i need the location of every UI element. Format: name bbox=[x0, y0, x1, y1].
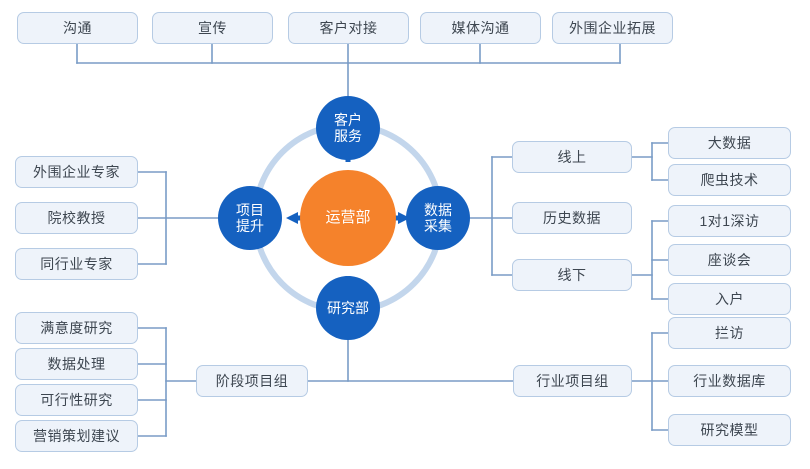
right-box-one-on-one-interview[interactable]: 1对1深访 bbox=[668, 205, 791, 237]
top-box-media-communication[interactable]: 媒体沟通 bbox=[420, 12, 541, 44]
bottom-box-industry-database-label: 行业数据库 bbox=[693, 373, 766, 389]
bottom-box-stage-project-group-label: 阶段项目组 bbox=[215, 373, 289, 389]
bottom-box-intercept-interview-label: 拦访 bbox=[715, 325, 744, 341]
bottom-box-data-processing-label: 数据处理 bbox=[47, 356, 106, 372]
bottom-box-feasibility-research[interactable]: 可行性研究 bbox=[15, 384, 138, 416]
right-box-crawler-technology-label: 爬虫技术 bbox=[700, 172, 759, 188]
satellite-data-collection-line1: 数据 bbox=[424, 201, 452, 218]
bottom-box-industry-project-group-label: 行业项目组 bbox=[536, 373, 609, 389]
left-box-academy-professor-label: 院校教授 bbox=[47, 210, 106, 226]
satellite-data-collection-line2: 采集 bbox=[424, 218, 452, 234]
bottom-box-intercept-interview[interactable]: 拦访 bbox=[668, 317, 791, 349]
left-box-same-industry-expert-label: 同行业专家 bbox=[40, 256, 113, 272]
right-box-offline[interactable]: 线下 bbox=[512, 259, 632, 291]
bottom-box-industry-project-group[interactable]: 行业项目组 bbox=[513, 365, 632, 397]
satellite-data-collection-label: 数据 采集 bbox=[424, 202, 452, 234]
bottom-box-industry-database[interactable]: 行业数据库 bbox=[668, 365, 791, 397]
bottom-box-research-model[interactable]: 研究模型 bbox=[668, 414, 791, 446]
satellite-project-improvement-line2: 提升 bbox=[236, 218, 264, 234]
satellite-customer-service[interactable]: 客户 服务 bbox=[316, 96, 380, 160]
top-box-communication[interactable]: 沟通 bbox=[17, 12, 138, 44]
top-box-external-enterprise-expansion[interactable]: 外围企业拓展 bbox=[552, 12, 673, 44]
satellite-project-improvement-line1: 项目 bbox=[236, 201, 264, 218]
right-box-symposium-label: 座谈会 bbox=[707, 252, 752, 268]
bottom-box-research-model-label: 研究模型 bbox=[700, 422, 759, 438]
right-box-historical-data[interactable]: 历史数据 bbox=[512, 202, 632, 234]
satellite-customer-service-line2: 服务 bbox=[334, 128, 362, 144]
satellite-project-improvement[interactable]: 项目 提升 bbox=[218, 186, 282, 250]
top-box-communication-label: 沟通 bbox=[63, 20, 92, 36]
top-box-external-enterprise-expansion-label: 外围企业拓展 bbox=[569, 20, 656, 36]
left-box-same-industry-expert[interactable]: 同行业专家 bbox=[15, 248, 138, 280]
top-box-customer-liaison[interactable]: 客户对接 bbox=[288, 12, 409, 44]
satellite-data-collection[interactable]: 数据 采集 bbox=[406, 186, 470, 250]
hub-operations-department[interactable]: 运营部 bbox=[300, 170, 396, 266]
left-box-academy-professor[interactable]: 院校教授 bbox=[15, 202, 138, 234]
right-box-home-visit[interactable]: 入户 bbox=[668, 283, 791, 315]
bottom-box-data-processing[interactable]: 数据处理 bbox=[15, 348, 138, 380]
top-box-publicity[interactable]: 宣传 bbox=[152, 12, 273, 44]
bottom-box-marketing-planning-advice-label: 营销策划建议 bbox=[33, 428, 120, 444]
bottom-box-satisfaction-research[interactable]: 满意度研究 bbox=[15, 312, 138, 344]
hub-label: 运营部 bbox=[325, 209, 371, 227]
satellite-research-department[interactable]: 研究部 bbox=[316, 276, 380, 340]
satellite-research-department-label: 研究部 bbox=[327, 299, 369, 316]
right-box-online-label: 线上 bbox=[557, 149, 587, 165]
top-box-customer-liaison-label: 客户对接 bbox=[319, 20, 378, 36]
bottom-box-feasibility-research-label: 可行性研究 bbox=[40, 392, 113, 408]
right-box-crawler-technology[interactable]: 爬虫技术 bbox=[668, 164, 791, 196]
satellite-project-improvement-label: 项目 提升 bbox=[236, 202, 264, 234]
right-box-big-data[interactable]: 大数据 bbox=[668, 127, 791, 159]
satellite-customer-service-line1: 客户 bbox=[334, 111, 362, 128]
right-box-offline-label: 线下 bbox=[557, 267, 587, 283]
left-box-external-enterprise-expert-label: 外围企业专家 bbox=[33, 164, 120, 180]
right-box-symposium[interactable]: 座谈会 bbox=[668, 244, 791, 276]
bottom-box-satisfaction-research-label: 满意度研究 bbox=[40, 320, 113, 336]
right-box-historical-data-label: 历史数据 bbox=[543, 210, 601, 226]
left-box-external-enterprise-expert[interactable]: 外围企业专家 bbox=[15, 156, 138, 188]
top-box-media-communication-label: 媒体沟通 bbox=[451, 20, 510, 36]
top-box-publicity-label: 宣传 bbox=[198, 20, 227, 36]
bottom-box-stage-project-group[interactable]: 阶段项目组 bbox=[196, 365, 308, 397]
right-box-home-visit-label: 入户 bbox=[715, 291, 744, 307]
right-box-one-on-one-interview-label: 1对1深访 bbox=[699, 213, 760, 229]
satellite-customer-service-label: 客户 服务 bbox=[334, 112, 362, 144]
right-box-online[interactable]: 线上 bbox=[512, 141, 632, 173]
right-box-big-data-label: 大数据 bbox=[707, 135, 752, 151]
bottom-box-marketing-planning-advice[interactable]: 营销策划建议 bbox=[15, 420, 138, 452]
